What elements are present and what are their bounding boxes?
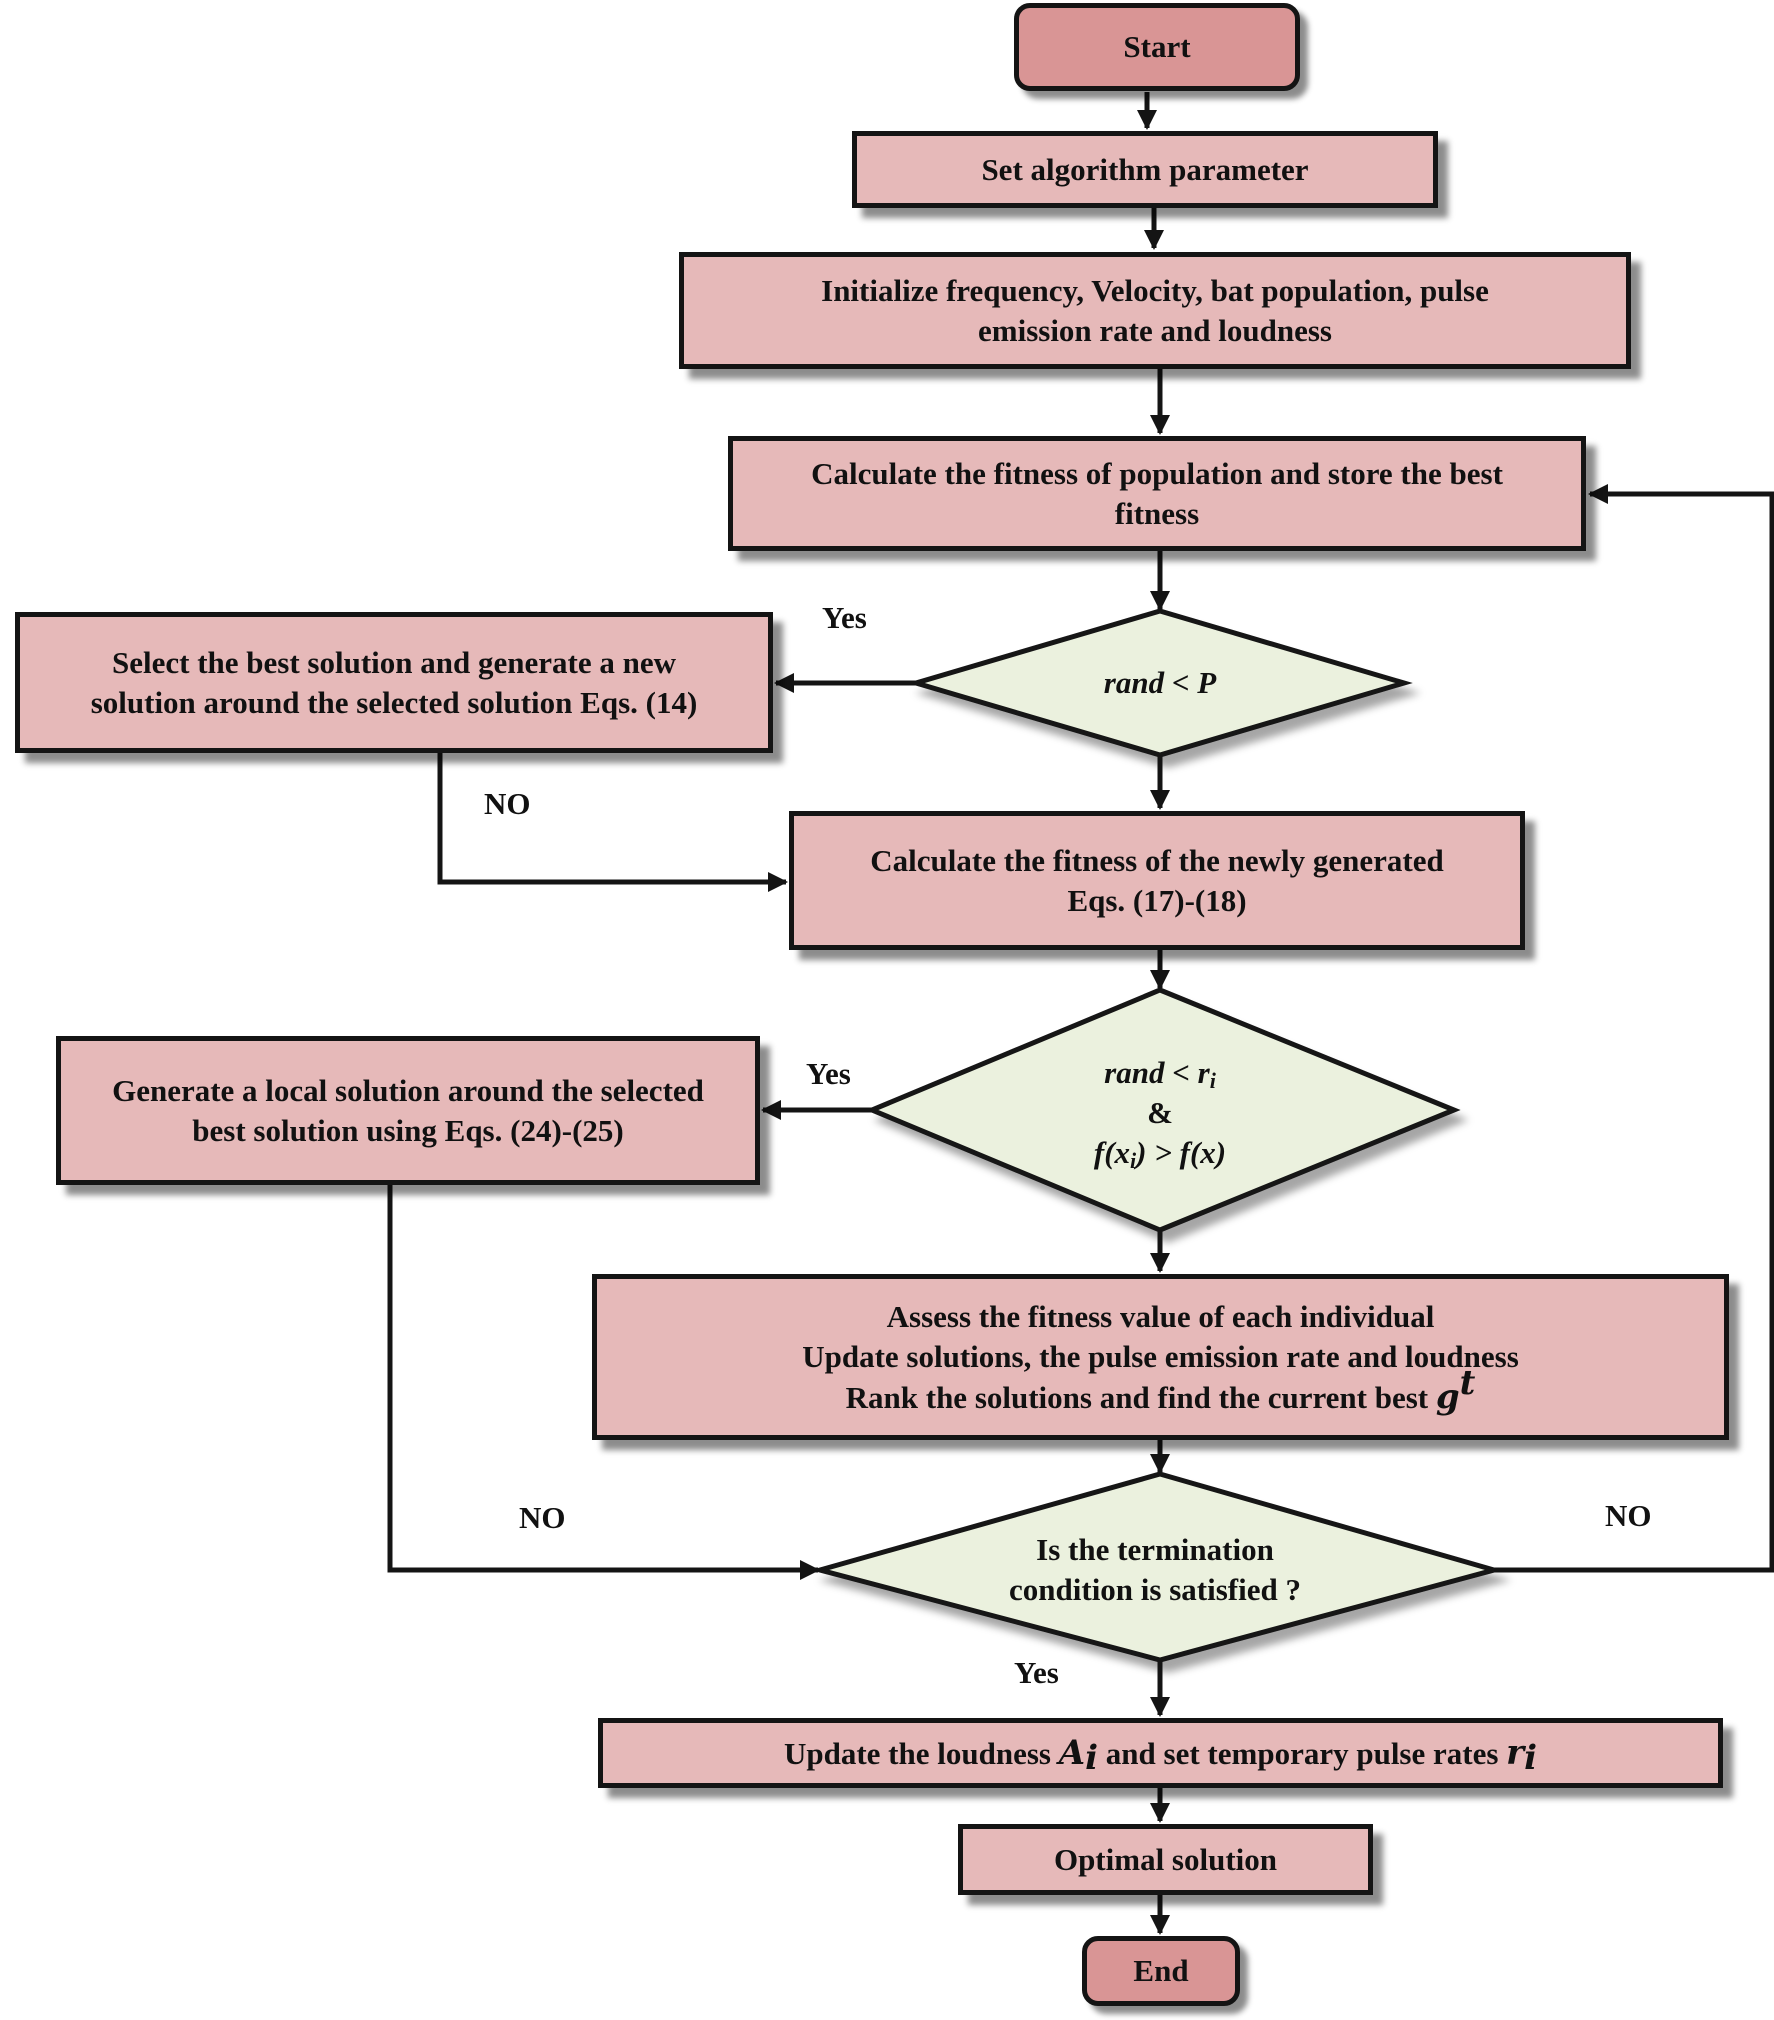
local-solution-line-1: Generate a local solution around the sel… [112, 1072, 704, 1108]
edge-label-yes-r: Yes [806, 1056, 851, 1091]
initialize-line-2: emission rate and loudness [978, 312, 1332, 348]
select-best-box: Select the best solution and generate a … [15, 612, 773, 753]
edge-label-no-select: NO [484, 786, 531, 821]
edge-local-no [387, 1185, 820, 1580]
decision-p-right: P [1197, 665, 1217, 700]
decision-rand-ri-text: rand < ri & f(xi) > f(x) [1000, 1048, 1320, 1178]
calculate-fitness-box: Calculate the fitness of population and … [728, 436, 1586, 551]
decision-r-line-2: & [1147, 1095, 1173, 1130]
update-part-2: and set temporary pulse rates [1098, 1735, 1507, 1771]
assess-var-g: g [1435, 1376, 1460, 1417]
assess-line-1: Assess the fitness value of each individ… [886, 1298, 1435, 1334]
end-label: End [1133, 1953, 1189, 1988]
edge-label-no-loop: NO [1605, 1498, 1652, 1533]
update-var-r: r [1506, 1732, 1525, 1773]
assess-update-rank-box: Assess the fitness value of each individ… [592, 1274, 1729, 1440]
decision-p-op: < [1164, 665, 1198, 700]
update-var-a-sub: i [1085, 1737, 1099, 1778]
assess-line-2: Update solutions, the pulse emission rat… [802, 1338, 1519, 1374]
set-parameters-box: Set algorithm parameter [852, 131, 1438, 208]
decision-r-line-1: rand < r [1104, 1055, 1210, 1090]
set-parameters-label: Set algorithm parameter [981, 151, 1309, 187]
decision-r-sub-3: i [1130, 1148, 1137, 1173]
update-part-1: Update the loudness [783, 1735, 1059, 1771]
decision-r-sub-1: i [1209, 1068, 1216, 1093]
local-solution-box: Generate a local solution around the sel… [56, 1036, 760, 1185]
decision-r-line-3b: ) > f(x) [1136, 1135, 1227, 1170]
calculate-new-fitness-box: Calculate the fitness of the newly gener… [789, 811, 1525, 950]
decision-p-left: rand [1103, 665, 1165, 700]
update-var-r-sub: i [1524, 1737, 1538, 1778]
initialize-box: Initialize frequency, Velocity, bat popu… [679, 252, 1631, 369]
edge-termination-no-loop [1494, 484, 1774, 1573]
edge-select-no [437, 753, 788, 892]
update-loudness-box: Update the loudness Ai and set temporary… [598, 1718, 1723, 1788]
start-label: Start [1123, 29, 1191, 64]
start-node: Start [1014, 3, 1300, 91]
assess-line-3: Rank the solutions and find the current … [845, 1379, 1436, 1415]
calculate-new-line-2: Eqs. (17)-(18) [1067, 882, 1247, 918]
local-solution-line-2: best solution using Eqs. (24)-(25) [192, 1112, 624, 1148]
decision-r-line-3a: f(x [1093, 1135, 1131, 1170]
calculate-new-line-1: Calculate the fitness of the newly gener… [870, 842, 1444, 878]
optimal-solution-box: Optimal solution [958, 1824, 1373, 1895]
update-var-a: A [1058, 1732, 1086, 1773]
edge-label-yes-term: Yes [1014, 1655, 1059, 1690]
optimal-solution-label: Optimal solution [1053, 1841, 1278, 1877]
select-best-line-2: solution around the selected solution Eq… [90, 684, 698, 720]
calculate-fitness-line-1: Calculate the fitness of population and … [811, 455, 1503, 491]
select-best-line-1: Select the best solution and generate a … [112, 644, 676, 680]
assess-var-sup: t [1459, 1362, 1476, 1403]
edge-label-no-local: NO [519, 1500, 566, 1535]
end-node: End [1082, 1936, 1240, 2006]
decision-rand-p-text: rand < P [1010, 658, 1310, 708]
edge-label-yes-p: Yes [822, 600, 867, 635]
termination-decision-text: Is the termination condition is satisfie… [960, 1527, 1350, 1613]
termination-line-2: condition is satisfied ? [1009, 1572, 1301, 1607]
calculate-fitness-line-2: fitness [1114, 495, 1200, 531]
initialize-line-1: Initialize frequency, Velocity, bat popu… [821, 272, 1489, 308]
termination-line-1: Is the termination [1036, 1532, 1274, 1567]
